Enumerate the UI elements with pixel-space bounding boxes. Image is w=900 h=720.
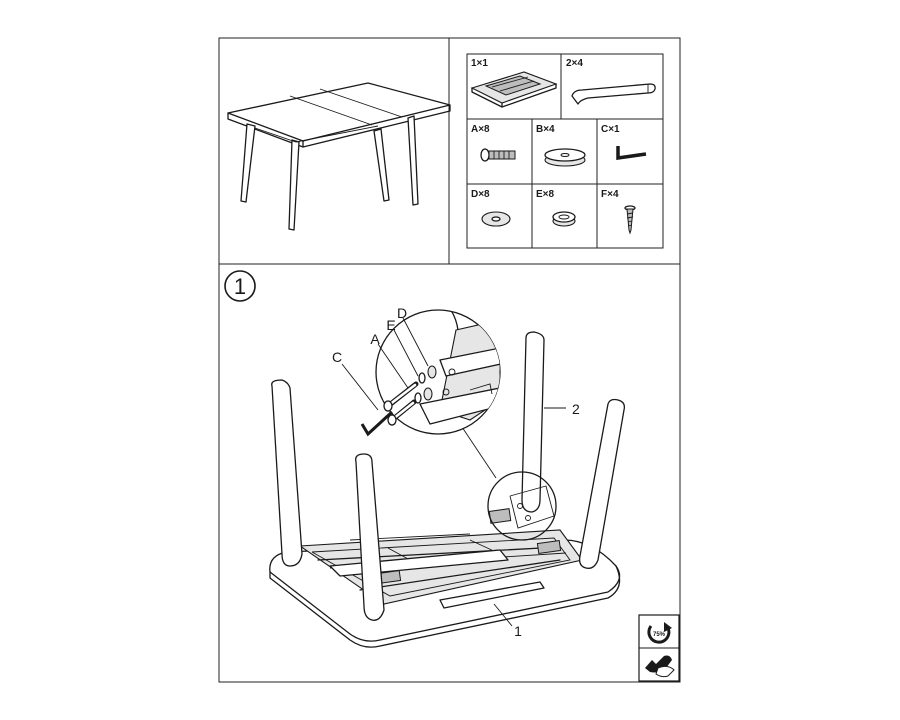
wood-screw-icon xyxy=(624,205,636,235)
callout-e: E xyxy=(386,317,395,333)
hw-a-cell: A×8 xyxy=(471,124,516,162)
leg-rear-right xyxy=(521,331,545,513)
flat-washer-icon xyxy=(481,211,511,227)
magnified-detail xyxy=(360,309,501,437)
step-number: 1 xyxy=(234,274,246,299)
step-1-marker: 1 xyxy=(224,270,256,302)
tighten-75-icon: 75% xyxy=(647,622,672,644)
callout-top: 1 xyxy=(514,623,522,639)
spring-e-upper xyxy=(418,372,426,384)
leg-front-right xyxy=(578,398,626,569)
upside-down-table xyxy=(269,331,626,648)
bolt-a-lower xyxy=(387,399,417,426)
part-1-cell: 1×1 xyxy=(470,58,558,108)
table-leg-icon xyxy=(571,83,656,105)
bolt-a-upper xyxy=(383,381,419,412)
washer-d-lower xyxy=(423,387,433,401)
bolt-icon xyxy=(480,148,516,162)
callout-leg: 2 xyxy=(572,401,580,417)
hw-d-cell: D×8 xyxy=(471,189,511,227)
leg-rear-left xyxy=(271,379,303,567)
spring-washer-icon xyxy=(552,211,576,227)
part-1-label: 1×1 xyxy=(471,58,488,69)
allen-key-icon xyxy=(616,146,647,161)
hw-c-label: C×1 xyxy=(601,124,620,135)
allen-key-c xyxy=(360,410,394,437)
detail-target-circle xyxy=(487,471,557,541)
parts-table: 1×1 2×4 A×8 xyxy=(466,53,664,249)
spring-e-lower xyxy=(414,392,422,404)
hw-b-cell: B×4 xyxy=(536,124,586,167)
callout-c: C xyxy=(332,349,342,365)
hw-b-label: B×4 xyxy=(536,124,555,135)
round-pad-icon xyxy=(544,148,586,167)
tabletop-icon xyxy=(470,71,558,108)
assembled-table-illustration xyxy=(227,82,451,231)
callout-leaders xyxy=(341,317,566,627)
hw-d-label: D×8 xyxy=(471,189,490,200)
hw-c-cell: C×1 xyxy=(601,124,647,161)
callout-d: D xyxy=(397,305,407,321)
hw-f-label: F×4 xyxy=(601,189,619,200)
hand-tighten-icon xyxy=(645,655,675,678)
hw-e-label: E×8 xyxy=(536,189,555,200)
callout-a: A xyxy=(370,331,380,347)
hw-a-label: A×8 xyxy=(471,124,490,135)
hw-e-cell: E×8 xyxy=(536,189,576,227)
leg-front-left xyxy=(355,453,385,621)
tighten-percent: 75% xyxy=(653,632,666,638)
washer-d-upper xyxy=(427,365,437,379)
tightening-badge: 75% xyxy=(638,614,680,682)
part-2-label: 2×4 xyxy=(566,58,583,69)
hw-f-cell: F×4 xyxy=(601,189,636,235)
detail-connector xyxy=(459,423,497,479)
part-2-cell: 2×4 xyxy=(566,58,656,105)
